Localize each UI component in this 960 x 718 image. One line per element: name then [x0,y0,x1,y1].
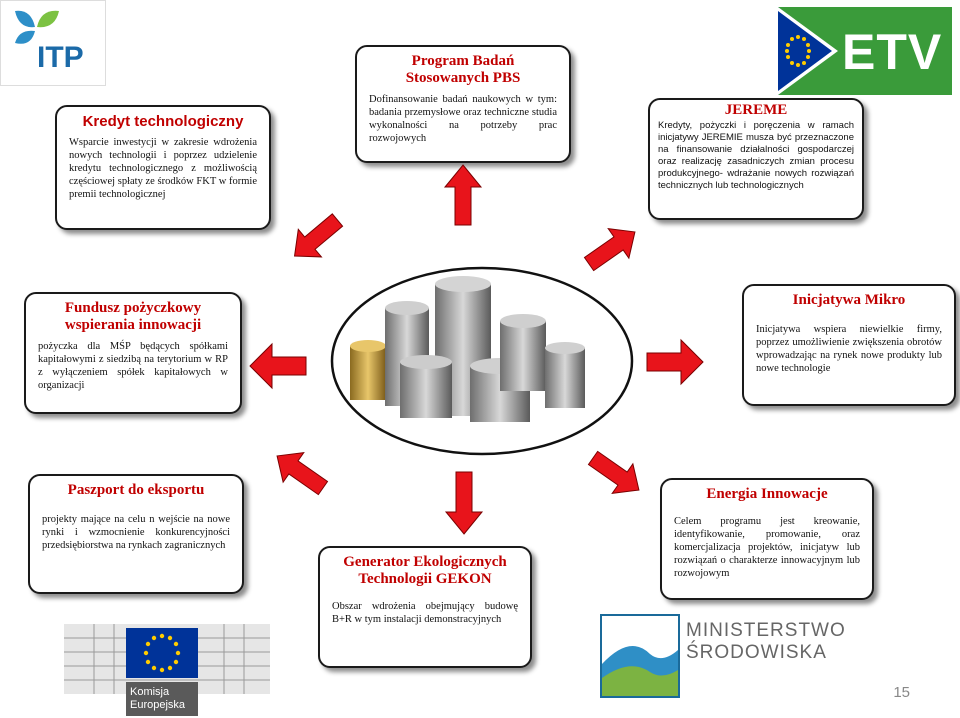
box-text: Kredyty, pożyczki i poręczenia w ramach … [658,120,854,191]
box-title: Inicjatywa Mikro [792,292,906,308]
box-program-pbs: Program Badań Stosowanych PBS Dofinansow… [355,45,571,163]
arrow-up-right-icon [583,228,636,272]
box-title: Kredyt technologiczny [82,113,244,130]
ministerstwo-line2: ŚRODOWISKA [686,642,827,663]
arrow-left-icon [249,342,307,390]
arrow-down-right-icon [587,450,640,494]
arrow-up-icon [443,164,483,226]
coin-stacks-icon [330,266,634,456]
itp-text: ITP [37,41,84,74]
coins-ellipse [330,266,634,456]
box-kredyt-technologiczny: Kredyt technologiczny Wsparcie inwestycj… [55,105,271,230]
box-paszport-do-eksportu: Paszport do eksportu projekty mające na … [28,474,244,594]
itp-logo: ITP [0,0,106,86]
arrow-up-left-icon [293,213,344,258]
mountain-icon [600,614,680,698]
box-title: JEREME [724,102,788,118]
box-jereme: JEREME Kredyty, pożyczki i poręczenia w … [648,98,864,220]
box-title: Paszport do eksportu [67,482,205,498]
box-text: Obszar wdrożenia obejmujący budowę B+R w… [332,601,518,625]
komisja-line2: Europejska [130,699,186,711]
arrow-right-icon [646,338,704,386]
itp-leaf-icon [15,10,59,44]
box-title-line2: Stosowanych PBS [405,70,521,86]
box-title-line2: Technologii GEKON [358,571,492,587]
box-title-line1: Program Badań [411,53,515,69]
box-title-line1: Generator Ekologicznych [343,554,507,570]
box-fundusz-pozyczkowy: Fundusz pożyczkowy wspierania innowacji … [24,292,242,414]
box-title: Energia Innowacje [706,486,828,502]
box-text: projekty mające na celu n wejście na now… [42,514,230,551]
building-icon [64,624,270,716]
page-number: 15 [893,684,910,701]
box-title-line1: Fundusz pożyczkowy [64,300,202,316]
box-inicjatywa-mikro: Inicjatywa Mikro Inicjatywa wspiera niew… [742,284,956,406]
box-gekon: Generator Ekologicznych Technologii GEKO… [318,546,532,668]
komisja-europejska-logo: Komisja Europejska [64,598,270,716]
ministerstwo-line1: MINISTERSTWO [686,620,846,641]
box-title-line2: wspierania innowacji [64,317,202,333]
ministerstwo-srodowiska-logo: MINISTERSTWO ŚRODOWISKA [600,614,845,700]
box-energia-innowacje: Energia Innowacje Celem programu jest kr… [660,478,874,600]
etv-logo: ETV [778,7,952,95]
arrow-down-icon [444,471,484,535]
box-text: Dofinansowanie badań naukowych w tym: ba… [369,94,557,144]
box-text: pożyczka dla MŚP będących spółkami kapit… [38,341,228,391]
box-text: Celem programu jest kreowanie, identyfik… [674,516,860,579]
box-text: Inicjatywa wspiera niewielkie firmy, pop… [756,324,942,374]
box-text: Wsparcie inwestycji w zakresie wdrożenia… [69,137,257,200]
arrow-down-left-icon [276,452,329,496]
eu-flag-icon [778,7,838,95]
komisja-line1: Komisja [130,686,170,698]
etv-text: ETV [842,24,943,80]
